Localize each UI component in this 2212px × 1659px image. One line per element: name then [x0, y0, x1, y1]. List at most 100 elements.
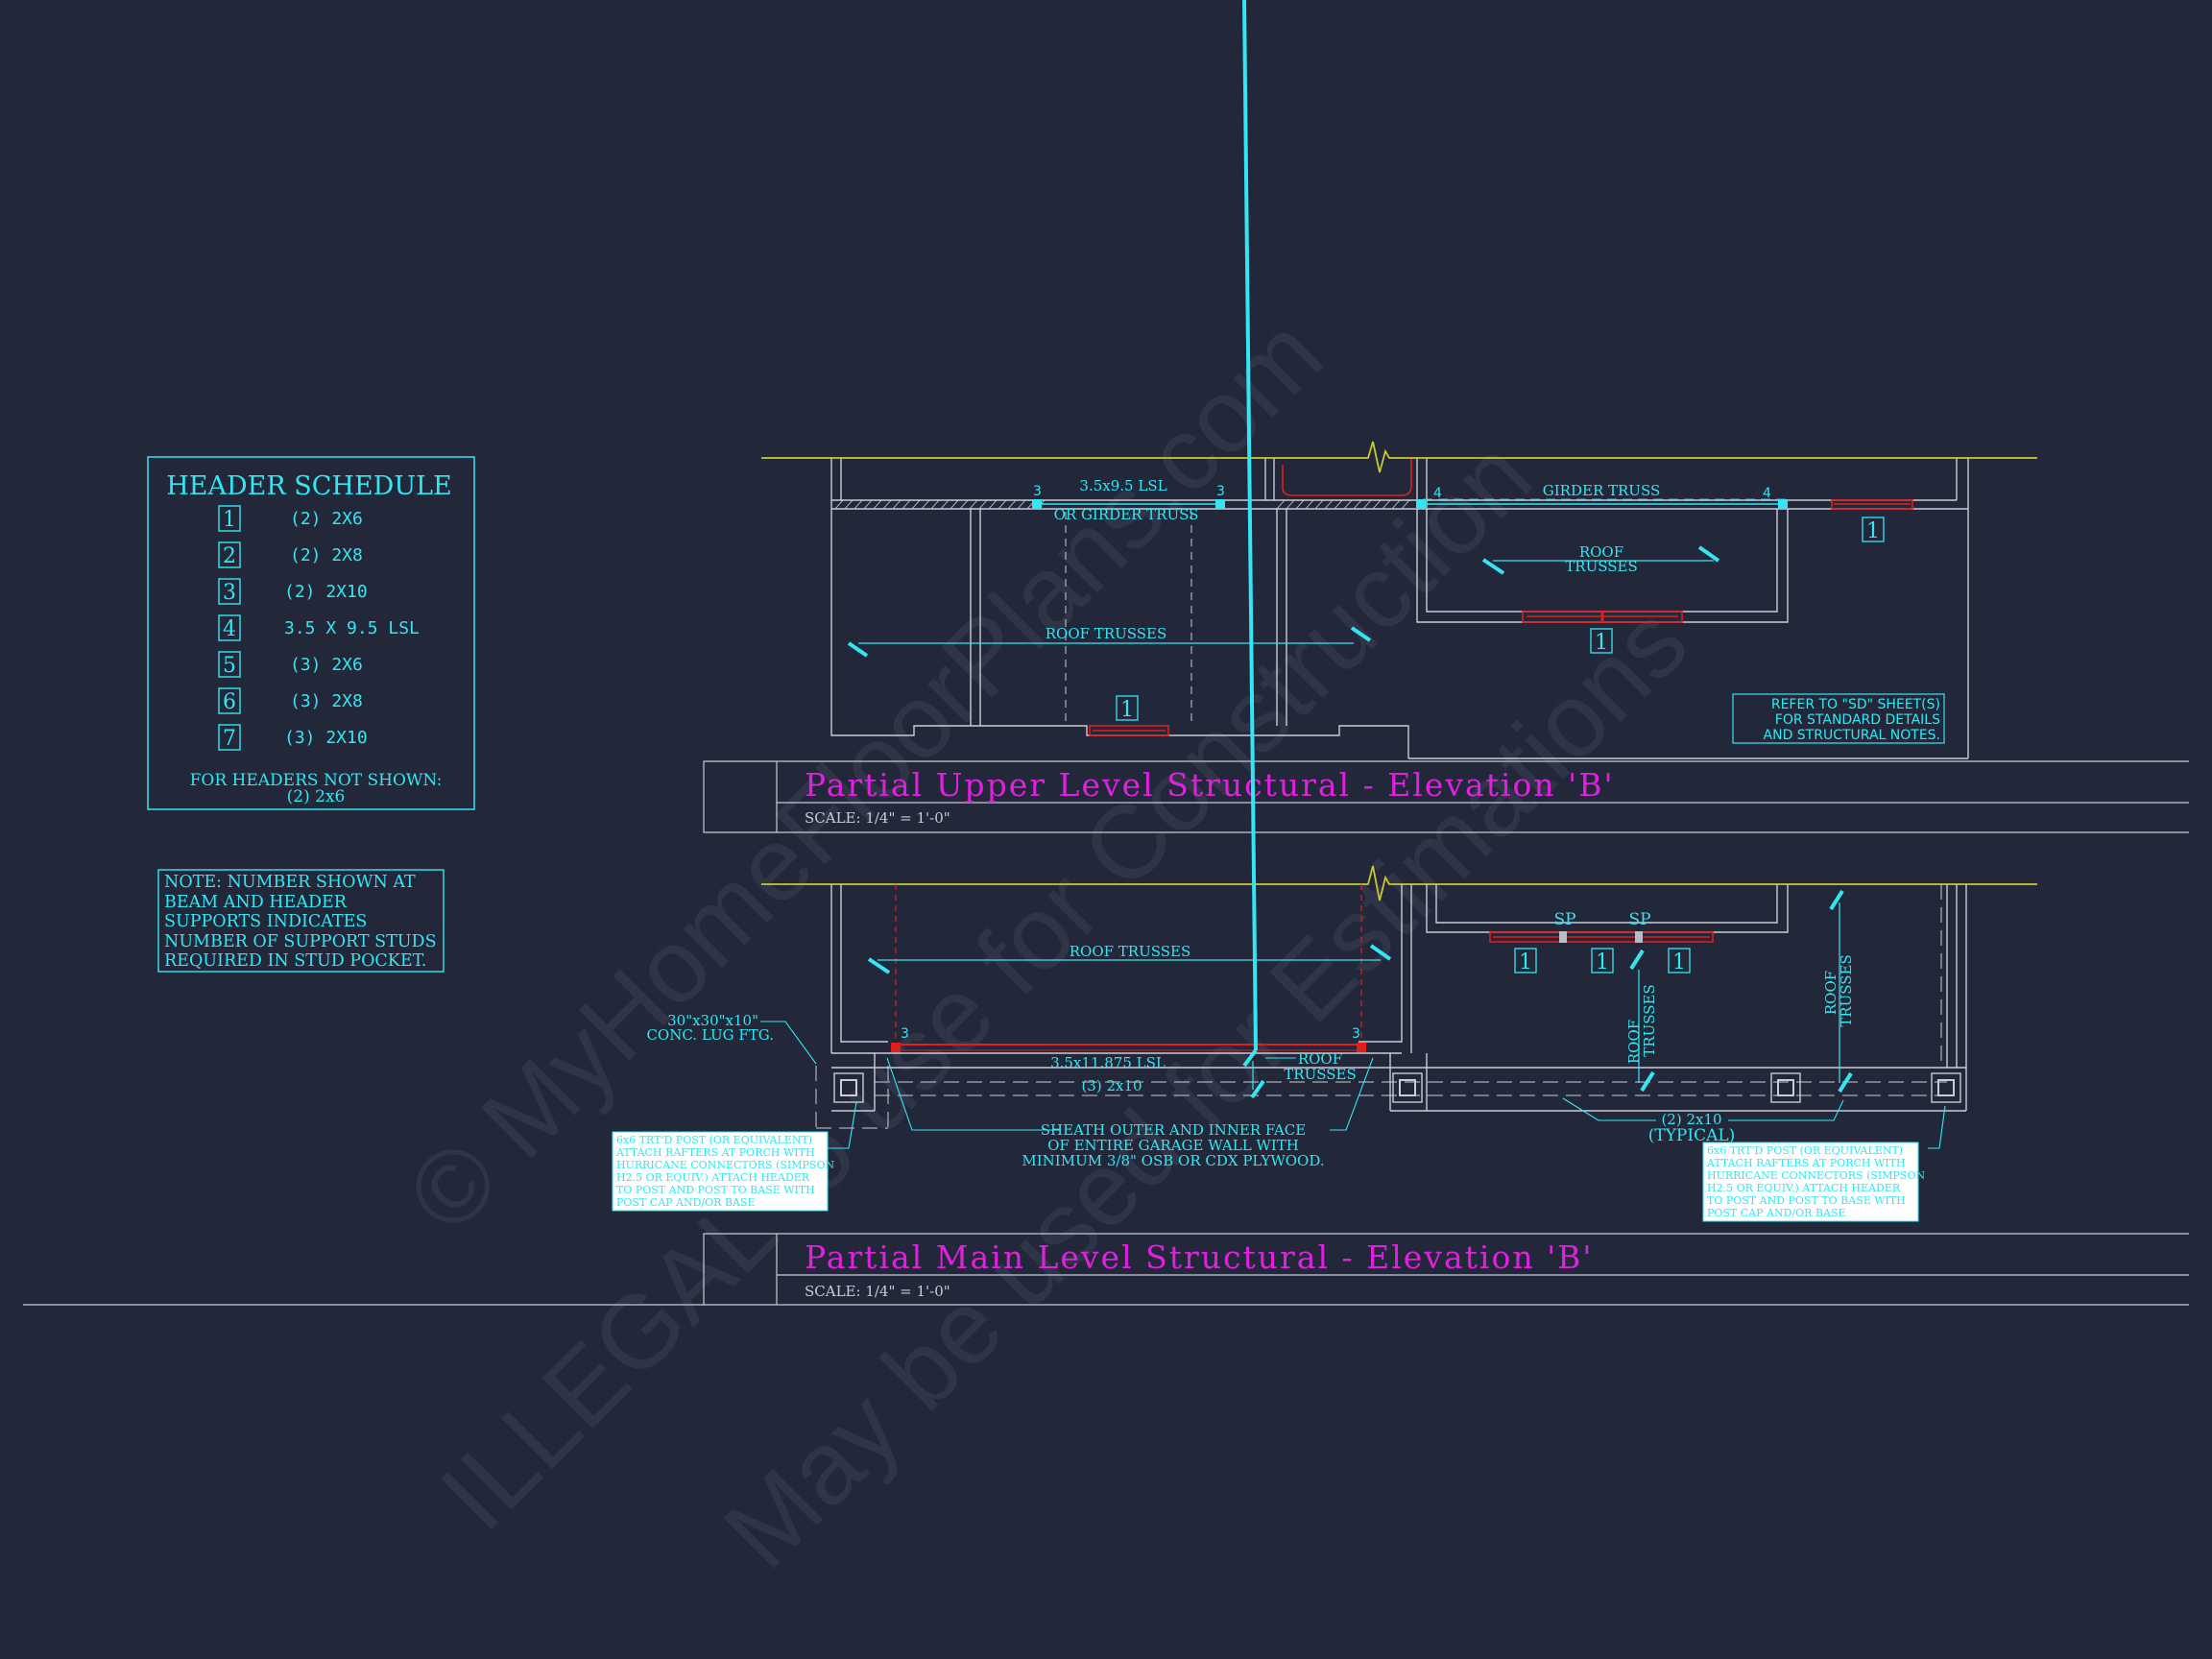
post: [1392, 1072, 1423, 1103]
post-note-line: TO POST AND POST TO BASE WITH: [1707, 1194, 1906, 1207]
support-count: 4: [1433, 486, 1442, 501]
schedule-row: 6 (3) 2X8: [218, 687, 363, 714]
schedule-row-size: (3) 2X6: [290, 655, 363, 675]
support-note-line: NUMBER OF SUPPORT STUDS: [164, 932, 437, 951]
header-tag: 1: [1590, 628, 1613, 655]
refer-note-line: AND STRUCTURAL NOTES.: [1764, 728, 1940, 743]
header-schedule-title: HEADER SCHEDULE: [166, 471, 451, 501]
schedule-row-num: 1: [223, 508, 236, 532]
main-sheath-note-2: OF ENTIRE GARAGE WALL WITH: [1047, 1137, 1299, 1154]
main-title-block: [23, 1233, 2189, 1306]
support-note: NOTE: NUMBER SHOWN AT BEAM AND HEADER SU…: [157, 869, 445, 973]
schedule-row-num: 6: [223, 690, 236, 714]
post-note-line: HURRICANE CONNECTORS (SIMPSON: [1707, 1169, 1925, 1182]
header-tag-num: 1: [1519, 950, 1532, 974]
upper-truss-arrows: [847, 545, 1720, 658]
header-schedule: HEADER SCHEDULE 1 (2) 2X6 2 (2) 2X8 3 (2…: [147, 456, 475, 810]
refer-note-line: FOR STANDARD DETAILS: [1775, 712, 1940, 728]
main-roof-trusses-v2-1: ROOF: [1822, 971, 1839, 1015]
main-beam-label-2: (3) 2x10: [1081, 1077, 1142, 1094]
main-red-dashes: [895, 884, 1362, 1045]
post-note-left: 6x6 TRT'D POST (OR EQUIVALENT) ATTACH RA…: [612, 1131, 834, 1212]
upper-roof-trusses-right-1: ROOF: [1579, 543, 1623, 561]
post: [833, 1072, 864, 1103]
main-roof-trusses-top: ROOF TRUSSES: [1070, 943, 1191, 960]
main-sheath-note-3: MINIMUM 3/8" OSB OR CDX PLYWOOD.: [1022, 1152, 1324, 1169]
schedule-row-num: 3: [223, 581, 236, 605]
main-roof-line: [761, 865, 2037, 902]
schedule-row-num: 7: [223, 727, 236, 751]
post-note-line: ATTACH RAFTERS AT PORCH WITH: [1706, 1157, 1906, 1169]
support-note-line: NOTE: NUMBER SHOWN AT: [164, 873, 416, 892]
upper-girder-truss-label: GIRDER TRUSS: [1543, 482, 1660, 499]
post-note-line: H2.5 OR EQUIV.) ATTACH HEADER: [1707, 1182, 1901, 1194]
post-note-line: HURRICANE CONNECTORS (SIMPSON: [616, 1159, 834, 1171]
main-roof-trusses-v2-2: TRUSSES: [1838, 954, 1855, 1026]
header-tag-num: 1: [1866, 519, 1880, 543]
post-note-line: TO POST AND POST TO BASE WITH: [616, 1184, 815, 1196]
main-sheath-note-1: SHEATH OUTER AND INNER FACE: [1041, 1121, 1306, 1139]
post: [1931, 1072, 1961, 1103]
post-note-line: POST CAP AND/OR BASE: [1707, 1207, 1846, 1219]
schedule-row-num: 4: [223, 617, 236, 641]
sp-label: SP: [1628, 910, 1650, 929]
header-schedule-footer-2: (2) 2x6: [287, 787, 346, 806]
header-schedule-footer-1: FOR HEADERS NOT SHOWN:: [190, 771, 443, 790]
main-walls: [830, 884, 1967, 1112]
upper-title: Partial Upper Level Structural - Elevati…: [805, 766, 1615, 804]
schedule-row-num: 5: [223, 654, 236, 678]
support-count: 3: [1216, 484, 1225, 499]
refer-note-line: REFER TO "SD" SHEET(S): [1771, 697, 1940, 712]
upper-beam-label: 3.5x9.5 LSL: [1079, 477, 1166, 494]
sp-label: SP: [1553, 910, 1575, 929]
post-note-line: POST CAP AND/OR BASE: [616, 1196, 756, 1209]
schedule-row-size: (2) 2X10: [284, 582, 368, 602]
support-count: 3: [1033, 484, 1042, 499]
schedule-row: 2 (2) 2X8: [218, 541, 363, 568]
main-beam-label: 3.5x11.875 LSL: [1050, 1054, 1166, 1071]
upper-refer-note: REFER TO "SD" SHEET(S) FOR STANDARD DETA…: [1732, 693, 1945, 744]
main-beam: [891, 1043, 1366, 1052]
main-header-tags: 1 1 1: [1514, 948, 1691, 974]
upper-headers: [1089, 499, 1913, 736]
post-note-right: 6x6 TRT'D POST (OR EQUIVALENT) ATTACH RA…: [1702, 1142, 1925, 1222]
header-tag-num: 1: [1672, 950, 1686, 974]
post-note-line: 6x6 TRT'D POST (OR EQUIVALENT): [1707, 1144, 1903, 1157]
upper-scale: SCALE: 1/4" = 1'-0": [805, 809, 950, 827]
support-count: 4: [1763, 486, 1771, 501]
upper-elevation: 3 3 4 4 3.5x9.5 LSL OR GIRDER TRUSS GIRD…: [703, 441, 2189, 833]
upper-cyan-lines: [1037, 498, 1786, 726]
header-tag-num: 1: [1120, 698, 1134, 722]
header-tag: 1: [1862, 517, 1885, 543]
upper-beam-label-2: OR GIRDER TRUSS: [1054, 506, 1199, 523]
schedule-row: 4 3.5 X 9.5 LSL: [218, 614, 420, 641]
main-roof-trusses-mid-1: ROOF: [1298, 1050, 1342, 1068]
upper-roof-trusses-left: ROOF TRUSSES: [1046, 625, 1167, 642]
upper-header-tags: 1 1 1: [1116, 517, 1885, 722]
upper-title-block: [703, 760, 2189, 833]
main-header-typical-2: (TYPICAL): [1648, 1126, 1736, 1145]
post-note-line: 6x6 TRT'D POST (OR EQUIVALENT): [616, 1134, 812, 1146]
main-truss-arrows: [867, 0, 1853, 1099]
main-roof-trusses-mid-2: TRUSSES: [1284, 1066, 1356, 1083]
support-count: 3: [1352, 1026, 1360, 1042]
main-sp-posts: [1559, 931, 1643, 943]
header-schedule-rows: 1 (2) 2X6 2 (2) 2X8 3 (2) 2X10 4 3.5 X 9…: [218, 505, 420, 751]
header-tag: 1: [1116, 695, 1139, 722]
schedule-row: 1 (2) 2X6: [218, 505, 363, 532]
main-header-typical-1: (2) 2x10: [1661, 1111, 1721, 1128]
schedule-row: 3 (2) 2X10: [218, 578, 368, 605]
support-note-line: REQUIRED IN STUD POCKET.: [164, 951, 426, 971]
header-tag-num: 1: [1595, 631, 1608, 655]
schedule-row-size: 3.5 X 9.5 LSL: [284, 618, 420, 638]
upper-roof-trusses-right-2: TRUSSES: [1565, 558, 1637, 575]
upper-red-curve: [1282, 459, 1412, 496]
header-tag: 1: [1668, 948, 1691, 974]
schedule-row-size: (3) 2X10: [284, 728, 368, 748]
main-elevation: 3 3 SP SP 1 1 1: [23, 0, 2189, 1306]
schedule-row: 7 (3) 2X10: [218, 724, 368, 751]
support-note-line: BEAM AND HEADER: [164, 893, 348, 912]
main-roof-trusses-v1-2: TRUSSES: [1641, 984, 1658, 1056]
